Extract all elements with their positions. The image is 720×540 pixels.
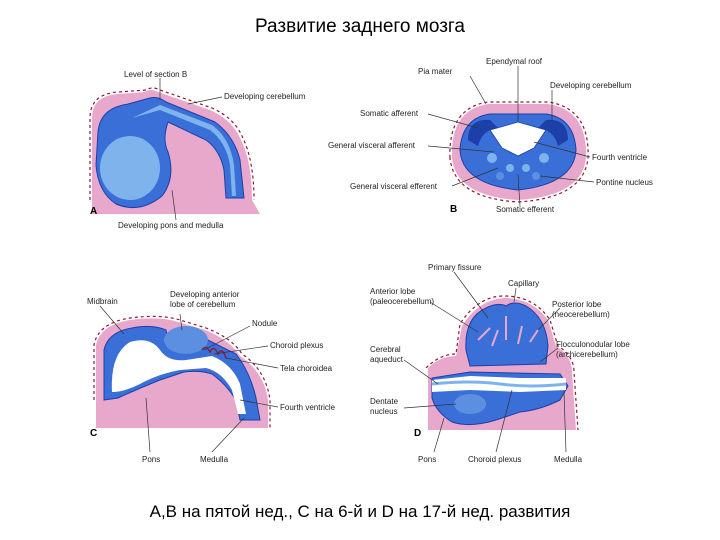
panel-b-label-general-visceral-efferent: General visceral efferent: [350, 182, 438, 191]
panel-b-label-general-visceral-afferent: General visceral afferent: [328, 141, 416, 150]
panel-a-label-level-of-section: Level of section B: [124, 70, 187, 79]
panel-b-label-pia-mater: Pia mater: [418, 67, 453, 76]
panel-d-label-flocculonodular-2: (archicerebellum): [556, 350, 618, 359]
panel-b-nucleus-6: [532, 172, 540, 180]
panel-b-label-fourth-ventricle: Fourth ventricle: [592, 153, 648, 162]
panel-d-label-medulla: Medulla: [554, 455, 583, 464]
panel-c-label-developing-anterior-2: lobe of cerebellum: [170, 300, 236, 309]
panel-b-label-pontine-nucleus: Pontine nucleus: [596, 178, 653, 187]
panel-c-label-medulla: Medulla: [200, 455, 229, 464]
panel-b-label-ependymal-roof: Ependymal roof: [486, 57, 543, 66]
panel-b-leader-pia: [470, 76, 486, 104]
panel-a-label-developing-pons-medulla: Developing pons and medulla: [118, 221, 224, 230]
panel-d-label-anterior-lobe-2: (paleocerebellum): [370, 297, 434, 306]
panel-d-label-cerebral-aqueduct-2: aqueduct: [370, 355, 404, 364]
panel-c-label-choroid-plexus: Choroid plexus: [270, 341, 323, 350]
panel-b-nucleus-1: [487, 153, 497, 163]
panel-b-label-somatic-efferent: Somatic efferent: [496, 205, 555, 214]
panel-a: Level of section B Developing cerebellum…: [90, 70, 306, 230]
panel-d-label-flocculonodular-1: Flocculonodular lobe: [556, 340, 630, 349]
panel-c-letter: C: [90, 428, 97, 439]
panel-c-label-fourth-ventricle: Fourth ventricle: [280, 403, 336, 412]
panel-d-label-posterior-lobe-1: Posterior lobe: [552, 300, 602, 309]
panel-c-label-tela-choroidea: Tela choroidea: [280, 364, 333, 373]
panel-d-label-primary-fissure: Primary fissure: [428, 263, 482, 272]
panel-b-nucleus-2: [539, 153, 549, 163]
panel-b-nucleus-3: [506, 164, 514, 172]
panel-c-cerebellum-bulge: [164, 326, 208, 354]
panel-a-leader-cerebellum: [188, 97, 222, 104]
panel-c-label-midbrain: Midbrain: [87, 297, 118, 306]
panel-d-letter: D: [414, 428, 421, 439]
panel-c-label-nodule: Nodule: [252, 319, 278, 328]
panel-d-leader-primary-fissure: [454, 272, 488, 318]
panel-b-nucleus-5: [496, 172, 504, 180]
panel-d-label-pons: Pons: [418, 455, 436, 464]
panel-d-label-dentate-nucleus-2: nucleus: [370, 407, 398, 416]
panel-b-label-somatic-afferent: Somatic afferent: [360, 109, 419, 118]
panel-b-letter: B: [450, 204, 457, 215]
panel-c-label-pons: Pons: [142, 455, 160, 464]
panel-d-label-dentate-nucleus-1: Dentate: [370, 397, 399, 406]
panel-b-nucleus-4: [522, 164, 530, 172]
panel-d: Primary fissure Capillary Anterior lobe …: [370, 263, 630, 464]
panel-a-pons-bulge: [100, 136, 160, 200]
panel-d-label-choroid-plexus: Choroid plexus: [468, 455, 521, 464]
panel-d-dentate-nucleus: [454, 394, 486, 414]
panel-c: Midbrain Developing anterior lobe of cer…: [87, 290, 336, 464]
panel-d-label-cerebral-aqueduct-1: Cerebral: [370, 345, 401, 354]
panel-d-label-capillary: Capillary: [508, 279, 539, 288]
slide-caption: А,В на пятой нед., С на 6-й и D на 17-й …: [0, 502, 720, 522]
panel-c-label-developing-anterior-1: Developing anterior: [170, 290, 240, 299]
panel-a-letter: A: [90, 206, 97, 217]
panel-b: Ependymal roof Pia mater Developing cere…: [328, 57, 653, 215]
panel-d-label-anterior-lobe-1: Anterior lobe: [370, 287, 416, 296]
panel-a-label-developing-cerebellum: Developing cerebellum: [224, 92, 306, 101]
panel-d-label-posterior-lobe-2: (neocerebellum): [552, 310, 610, 319]
panel-b-label-developing-cerebellum: Developing cerebellum: [550, 81, 632, 90]
